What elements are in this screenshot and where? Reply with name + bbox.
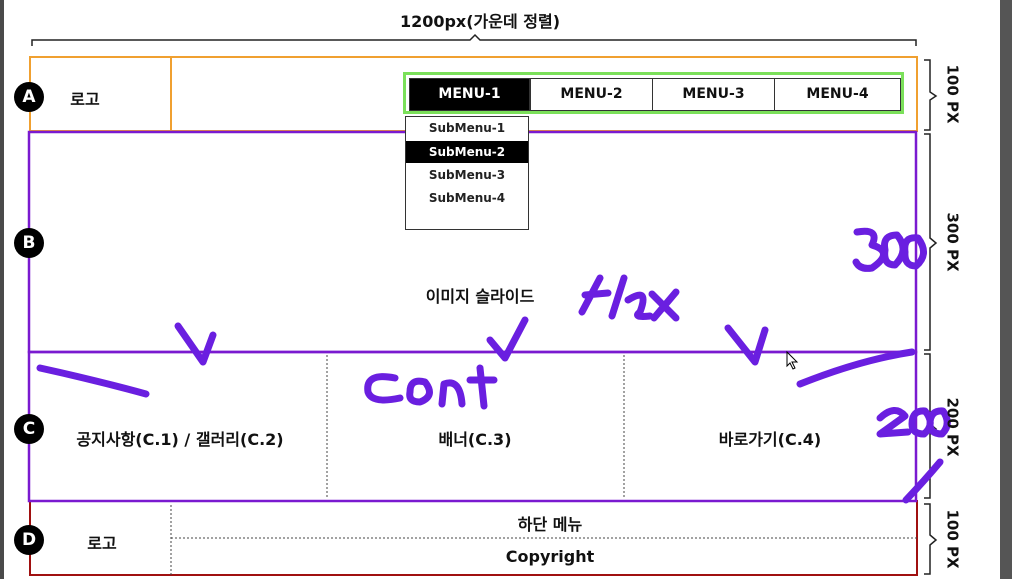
menu-item-4[interactable]: MENU-4: [774, 78, 901, 111]
height-brace-b: [924, 133, 938, 351]
hand-cont: [364, 364, 498, 410]
height-brace-a: [924, 59, 938, 131]
width-title: 1200px(가운데 정렬): [399, 12, 561, 31]
submenu-item-4[interactable]: SubMenu-4: [428, 191, 506, 205]
menu-item-2[interactable]: MENU-2: [530, 78, 653, 111]
check-mark-1: [174, 322, 217, 366]
menu-item-3[interactable]: MENU-3: [652, 78, 775, 111]
banner-label: 배너(C.3): [438, 430, 512, 449]
handwriting-ink: [36, 227, 951, 504]
marker-d: D: [14, 525, 44, 555]
marker-b: B: [14, 228, 44, 258]
main-menu: MENU-1 MENU-2 MENU-3 MENU-4: [403, 72, 904, 114]
check-mark-2: [486, 316, 529, 362]
height-brace-c: [924, 353, 938, 499]
window-frame-left: [0, 0, 4, 579]
footer-menu-label: 하단 메뉴: [517, 515, 583, 534]
hand-300: [852, 227, 927, 272]
notice-gallery-label: 공지사항(C.1) / 갤러리(C.2): [76, 430, 284, 449]
height-label-a: 100 PX: [943, 64, 962, 124]
swoosh-left: [36, 364, 150, 398]
shortcut-label: 바로가기(C.4): [718, 430, 822, 449]
copyright-label: Copyright: [505, 547, 595, 566]
submenu-dropdown: SubMenu-1 SubMenu-2 SubMenu-3 SubMenu-4: [405, 116, 529, 230]
image-slide-label: 이미지 슬라이드: [425, 287, 535, 306]
width-brace: [31, 33, 917, 46]
submenu-item-1[interactable]: SubMenu-1: [428, 121, 506, 135]
submenu-item-3[interactable]: SubMenu-3: [428, 168, 506, 182]
swoosh-bottom: [902, 458, 944, 504]
submenu-item-2[interactable]: SubMenu-2: [406, 141, 528, 163]
height-label-d: 100 PX: [943, 509, 962, 569]
height-brace-d: [924, 503, 938, 575]
hand-200: [876, 407, 951, 438]
marker-c: C: [14, 414, 44, 444]
cursor-icon: [786, 350, 799, 370]
footer-logo: 로고: [87, 534, 117, 553]
header-logo: 로고: [70, 90, 100, 109]
height-label-c: 200 PX: [943, 397, 962, 457]
marker-a: A: [14, 82, 44, 112]
menu-item-1[interactable]: MENU-1: [409, 78, 530, 111]
height-label-b: 300 PX: [943, 212, 962, 272]
check-mark-3: [724, 324, 769, 366]
swoosh-right: [796, 348, 916, 388]
window-frame-right: [1000, 0, 1012, 579]
hand-flex: [578, 274, 680, 322]
